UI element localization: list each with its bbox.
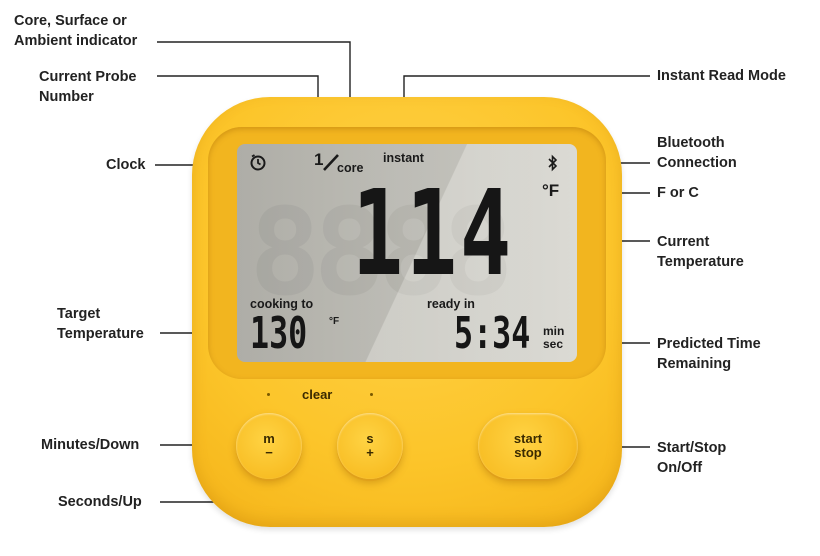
callout-f-or-c: F or C: [657, 185, 699, 201]
callout-seconds-up: Seconds/Up: [58, 494, 142, 510]
predicted-time: 5:34: [454, 308, 531, 359]
clock-icon: [250, 154, 266, 171]
probe-number: 1: [314, 150, 324, 169]
instant-label: instant: [383, 151, 424, 165]
callout-probe-number: Current Probe Number: [39, 69, 137, 105]
callout-minutes-down: Minutes/Down: [41, 437, 140, 453]
ready-in-label: ready in: [427, 297, 475, 311]
cooking-to-label: cooking to: [250, 297, 314, 311]
callout-current-temp: Current Temperature: [657, 234, 744, 270]
minutes-down-button[interactable]: m −: [236, 413, 302, 479]
main-unit: °F: [542, 181, 560, 200]
target-temperature: 130: [250, 308, 308, 359]
callout-target-temp: Target Temperature: [57, 306, 144, 342]
probe-slash-icon: [323, 154, 339, 171]
callout-core-surface: Core, Surface or Ambient indicator: [14, 13, 138, 49]
clear-dot-left: [267, 393, 270, 396]
time-min-label: min: [543, 324, 565, 338]
core-label: core: [337, 161, 364, 175]
current-temperature: 114: [352, 164, 515, 302]
seconds-up-button[interactable]: s +: [337, 413, 403, 479]
callout-bluetooth: Bluetooth Connection: [657, 135, 737, 171]
clear-dot-right: [370, 393, 373, 396]
start-stop-button[interactable]: start stop: [478, 413, 578, 479]
target-unit: °F: [329, 316, 340, 327]
callout-predicted-time: Predicted Time Remaining: [657, 336, 761, 372]
time-sec-label: sec: [543, 337, 564, 351]
thermometer-device: 8888 1 core instant 114 °F cooking to 13…: [192, 97, 622, 527]
lcd-ghost-segments: 8888: [249, 184, 514, 323]
bluetooth-icon: [548, 154, 558, 172]
callout-start-stop: Start/Stop On/Off: [657, 440, 727, 476]
callout-instant-read: Instant Read Mode: [657, 68, 786, 84]
lcd-screen: 8888 1 core instant 114 °F cooking to 13…: [237, 144, 577, 362]
callout-clock: Clock: [106, 157, 146, 173]
clear-label: clear: [302, 387, 333, 402]
